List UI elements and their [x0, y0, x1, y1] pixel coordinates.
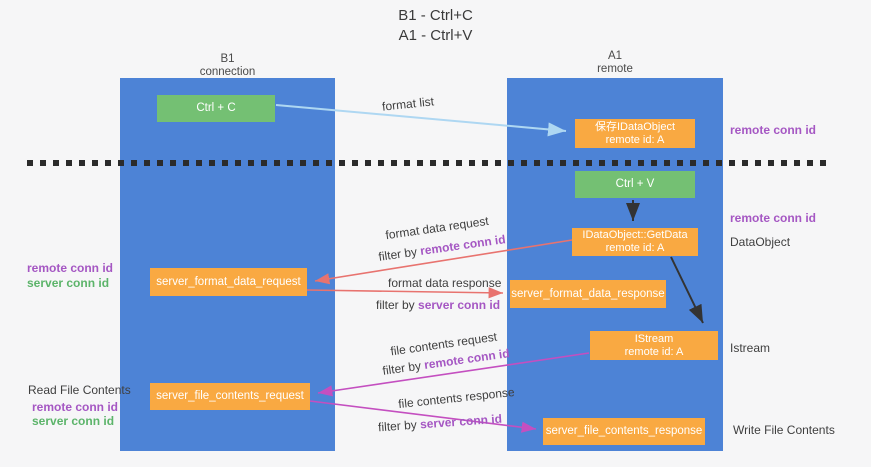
title-line-2: A1 - Ctrl+V — [398, 27, 473, 44]
left-remote-conn-id-2: remote conn id — [32, 400, 119, 414]
format-data-response-arrow — [306, 287, 504, 299]
getdata-line2: remote id: A — [605, 242, 665, 254]
save-idataobject-line1: 保存IDataObject — [594, 120, 676, 133]
left-column-sub: connection — [199, 66, 256, 78]
right-column-sub: remote — [597, 63, 633, 75]
ctrl-c-label: Ctrl + C — [196, 102, 236, 114]
right-remote-conn-id-1: remote conn id — [730, 123, 817, 137]
file-contents-response-filter-label: filter by server conn id — [378, 412, 503, 435]
save-idataobject-node: 保存IDataObject remote id: A — [575, 119, 695, 148]
server-file-contents-request-node: server_file_contents_request — [150, 383, 310, 410]
server-format-data-request-label: server_format_data_request — [156, 275, 301, 288]
server-format-data-request-node: server_format_data_request — [150, 268, 307, 296]
title-line-1: B1 - Ctrl+C — [398, 7, 473, 24]
right-column-name: A1 — [607, 50, 623, 62]
right-istream-label: Istream — [730, 341, 771, 355]
filter-key: server conn id — [419, 411, 503, 432]
left-remote-conn-id-1: remote conn id — [27, 261, 114, 275]
ctrl-v-label: Ctrl + V — [615, 178, 655, 190]
filter-prefix: filter by — [376, 298, 419, 312]
save-idataobject-line2: remote id: A — [605, 133, 665, 146]
file-contents-response-label: file contents response — [397, 384, 516, 412]
format-list-label: format list — [381, 94, 435, 114]
diagram-title: B1 - Ctrl+C A1 - Ctrl+V — [0, 6, 871, 46]
filter-key: remote conn id — [419, 232, 507, 258]
right-column-header: A1 remote — [507, 50, 723, 76]
left-column-name: B1 — [220, 53, 235, 65]
getdata-line1: IDataObject::GetData — [582, 229, 688, 241]
server-format-data-response-label: server_format_data_response — [511, 287, 665, 300]
filter-prefix: filter by — [377, 244, 422, 264]
left-server-conn-id-2: server conn id — [32, 414, 115, 428]
ctrl-v-node: Ctrl + V — [575, 171, 695, 198]
filter-key: server conn id — [418, 298, 501, 312]
istream-line2: remote id: A — [624, 345, 684, 358]
format-data-response-label: format data response — [388, 276, 502, 290]
right-dataobject-label: DataObject — [730, 235, 791, 249]
server-file-contents-response-node: server_file_contents_response — [543, 418, 705, 445]
left-read-file-contents-label: Read File Contents — [28, 383, 131, 397]
filter-prefix: filter by — [377, 417, 421, 435]
format-data-response-filter-label: filter by server conn id — [376, 298, 500, 312]
server-file-contents-request-label: server_file_contents_request — [156, 390, 304, 402]
ctrl-c-node: Ctrl + C — [157, 95, 275, 122]
left-server-conn-id-1: server conn id — [27, 276, 110, 290]
idataobject-getdata-node: IDataObject::GetData remote id: A — [572, 228, 698, 256]
istream-node: IStream remote id: A — [590, 331, 718, 360]
server-format-data-response-node: server_format_data_response — [510, 280, 666, 308]
filter-prefix: filter by — [381, 358, 426, 378]
right-remote-conn-id-2: remote conn id — [730, 211, 817, 225]
istream-line1: IStream — [634, 332, 674, 345]
server-file-contents-response-label: server_file_contents_response — [545, 425, 703, 437]
left-column-header: B1 connection — [120, 53, 335, 79]
right-write-file-contents-label: Write File Contents — [733, 423, 835, 437]
